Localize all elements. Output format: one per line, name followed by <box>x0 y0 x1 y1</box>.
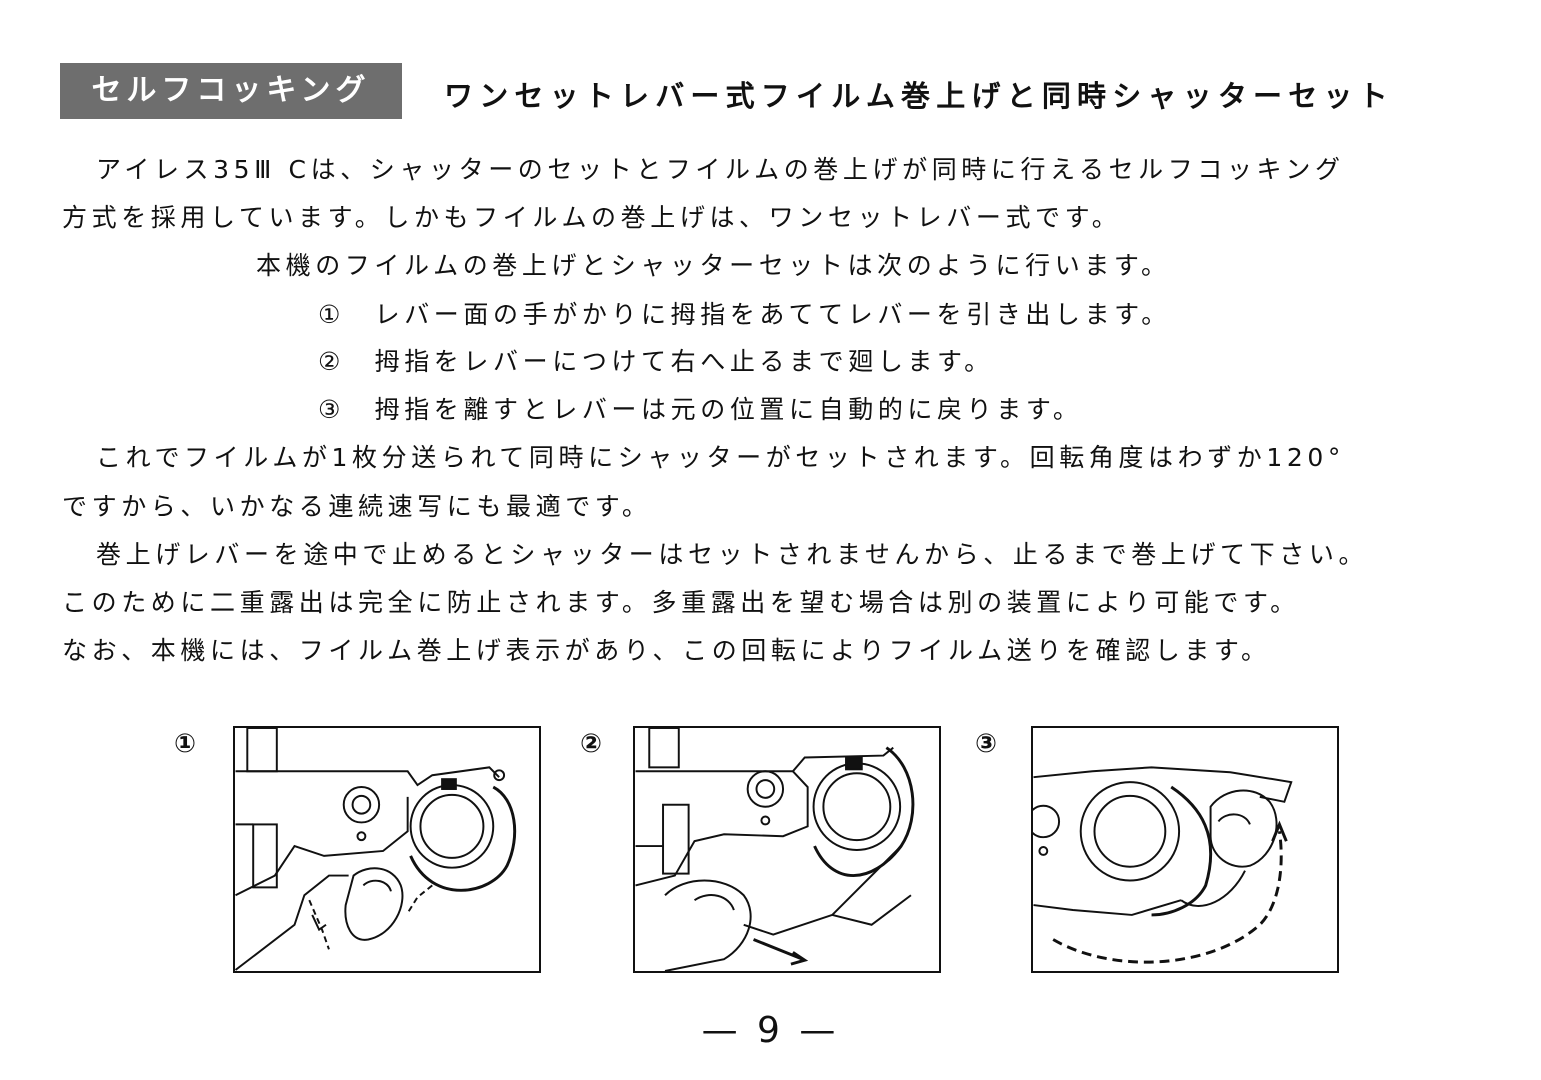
step-1: ① レバー面の手がかりに拇指をあててレバーを引き出します。 <box>318 300 1171 329</box>
camera-illustration <box>1033 766 1293 964</box>
figure-thumb-rotating-lever <box>633 726 941 973</box>
paragraph-line: 方式を採用しています。しかもフイルムの巻上げは、ワンセットレバー式です。 <box>62 203 1122 232</box>
step-2: ② 拇指をレバーにつけて右へ止るまで廻します。 <box>318 347 994 376</box>
step-3: ③ 拇指を離すとレバーは元の位置に自動的に戻ります。 <box>318 395 1083 424</box>
camera-illustration <box>635 728 915 971</box>
paragraph-line: このために二重露出は完全に防止されます。多重露出を望む場合は別の装置により可能で… <box>62 588 1300 617</box>
figure-thumb-pulling-lever <box>233 726 541 973</box>
figure-number: ① <box>174 729 197 759</box>
section-header: セルフコッキング ワンセットレバー式フイルム巻上げと同時シャッターセット <box>60 63 1480 121</box>
section-subtitle: ワンセットレバー式フイルム巻上げと同時シャッターセット <box>444 79 1394 113</box>
figure-lever-returning <box>1031 726 1339 973</box>
figure-number: ② <box>580 729 603 759</box>
figure-number: ③ <box>975 729 998 759</box>
section-tag: セルフコッキング <box>60 63 402 119</box>
page-number: — 9 — <box>701 1010 840 1051</box>
paragraph-line: 本機のフイルムの巻上げとシャッターセットは次のように行います。 <box>256 251 1171 280</box>
paragraph-line: アイレス35Ⅲ Cは、シャッターのセットとフイルムの巻上げが同時に行えるセルフコ… <box>96 155 1345 184</box>
paragraph-line: なお、本機には、フイルム巻上げ表示があり、この回転によりフイルム送りを確認します… <box>62 636 1271 665</box>
paragraph-line: ですから、いかなる連続速写にも最適です。 <box>62 492 652 521</box>
paragraph-line: これでフイルムが1枚分送られて同時にシャッターがセットされます。回転角度はわずか… <box>96 443 1346 472</box>
paragraph-line: 巻上げレバーを途中で止めるとシャッターはセットされませんから、止るまで巻上げて下… <box>96 540 1369 569</box>
camera-illustration <box>235 728 517 971</box>
